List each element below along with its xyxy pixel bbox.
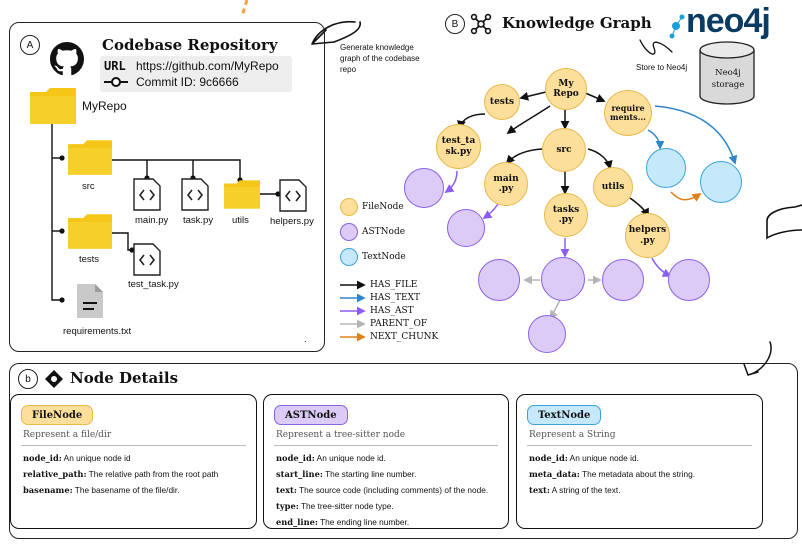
astnode-desc: Represent a tree-sitter node — [276, 430, 406, 440]
store-note: Store to Neo4j — [636, 63, 688, 72]
details-badge: b — [18, 369, 38, 389]
legend-label-has-file: HAS_FILE — [370, 280, 418, 290]
hand-arrow-store — [639, 39, 673, 55]
textnode-field: meta_data: The metadata about the string… — [529, 469, 696, 479]
astnode-field: start_line: The starting line number. — [276, 469, 417, 479]
kg-node-test-task[interactable]: test_ta sk.py — [436, 124, 481, 169]
repo-url[interactable]: https://github.com/MyRepo — [136, 59, 279, 73]
file-label-test-task: test_task.py — [128, 279, 179, 290]
github-icon — [50, 42, 84, 76]
folder-icon-src[interactable] — [68, 140, 112, 175]
filenode-field: node_id: An unique node id — [23, 453, 131, 463]
astnode-field: text: The source code (including comment… — [276, 485, 489, 495]
kg-ast-node[interactable] — [528, 315, 566, 353]
kg-node-myrepo[interactable]: My Repo — [545, 68, 587, 110]
kg-node-helpers[interactable]: helpers .py — [625, 213, 670, 258]
filenode-field: basename: The basename of the file/dir. — [23, 485, 180, 495]
kg-node-utils[interactable]: utils — [593, 167, 633, 207]
kg-node-requirements[interactable]: require ments... — [604, 90, 652, 136]
repo-url-box — [100, 56, 292, 92]
filenode-field: relative_path: The relative path from th… — [23, 469, 219, 479]
astnode-field: end_line: The ending line number. — [276, 517, 410, 527]
commit-icon — [104, 77, 128, 87]
graph-badge: B — [445, 14, 465, 34]
filenode-pill: FileNode — [21, 405, 94, 425]
kg-ast-node[interactable] — [602, 259, 644, 301]
kg-node-tests[interactable]: tests — [484, 84, 520, 120]
generate-note: Generate knowledge graph of the codebase… — [340, 43, 420, 74]
kg-ast-node[interactable] — [668, 259, 710, 301]
textnode-field: text: A string of the text. — [529, 485, 621, 495]
textnode-divider — [527, 445, 752, 446]
kg-edge-next-chunk — [670, 191, 702, 202]
folder-label-utils: utils — [232, 215, 249, 226]
textnode-field: node_id: An unique node id. — [529, 453, 639, 463]
graph-network-icon — [470, 13, 492, 35]
astnode-divider — [274, 445, 498, 446]
repo-badge: A — [20, 35, 40, 55]
repo-panel — [9, 22, 325, 352]
legend-label-textnode: TextNode — [362, 252, 406, 262]
folder-label-tests: tests — [79, 254, 100, 265]
astnode-card: ASTNode Represent a tree-sitter node nod… — [263, 394, 509, 529]
legend-label-has-ast: HAS_AST — [370, 306, 414, 316]
orange-dash — [240, 0, 249, 17]
folder-icon-myrepo[interactable] — [30, 88, 76, 124]
file-label-helpers: helpers.py — [270, 216, 314, 227]
legend-label-astnode: ASTNode — [362, 227, 406, 237]
astnode-field: type: The tree-sitter node type. — [276, 501, 394, 511]
neo4j-logo-mark — [669, 14, 685, 39]
textnode-card: TextNode Represent a String node_id: An … — [516, 394, 763, 529]
commit-id: Commit ID: 9c6666 — [136, 75, 239, 89]
code-file-icon-helpers[interactable] — [279, 179, 307, 212]
filenode-desc: Represent a file/dir — [23, 430, 112, 440]
code-file-icon-main[interactable] — [133, 178, 161, 211]
folder-label-src: src — [82, 181, 95, 192]
code-file-icon-task[interactable] — [181, 178, 209, 211]
legend-dot-textnode — [340, 248, 358, 266]
url-prefix: URL — [104, 59, 126, 73]
details-panel — [9, 363, 798, 539]
file-label-main: main.py — [135, 215, 169, 226]
filenode-card: FileNode Represent a file/dir node_id: A… — [10, 394, 257, 529]
astnode-pill: ASTNode — [274, 405, 348, 425]
kg-ast-node[interactable] — [404, 168, 444, 208]
legend-dot-astnode — [340, 223, 358, 241]
astnode-field: node_id: An unique node id. — [276, 453, 386, 463]
legend-label-next-chunk: NEXT_CHUNK — [370, 332, 439, 342]
kg-ast-node[interactable] — [447, 209, 485, 247]
textnode-desc: Represent a String — [529, 430, 616, 440]
code-file-icon-test-task[interactable] — [133, 243, 161, 276]
file-label-task: task.py — [183, 215, 214, 226]
kg-node-src[interactable]: src — [542, 128, 586, 172]
text-file-icon-requirements[interactable] — [76, 283, 104, 319]
folder-icon-utils[interactable] — [224, 180, 260, 209]
details-title: Node Details — [70, 369, 179, 387]
repo-title: Codebase Repository — [102, 36, 278, 54]
legend-dot-filenode — [340, 198, 358, 216]
filenode-divider — [21, 445, 246, 446]
file-label-requirements: requirements.txt — [63, 326, 132, 337]
diamond-target-icon — [45, 370, 63, 388]
folder-icon-tests[interactable] — [68, 214, 112, 249]
kg-node-tasks[interactable]: tasks .py — [544, 193, 588, 237]
legend-label-has-text: HAS_TEXT — [370, 293, 420, 303]
storage-label: Neo4j storage — [711, 68, 745, 90]
kg-ast-node[interactable] — [478, 259, 520, 301]
neo4j-logo: neo4j — [686, 2, 771, 40]
repo-dot: . — [304, 334, 307, 345]
graph-title: Knowledge Graph — [502, 14, 652, 32]
legend-label-filenode: FileNode — [362, 202, 404, 212]
kg-node-main[interactable]: main .py — [484, 162, 528, 206]
kg-ast-node[interactable] — [541, 257, 585, 301]
textnode-pill: TextNode — [527, 405, 602, 425]
hand-arrow-right — [766, 204, 802, 240]
kg-text-node[interactable] — [646, 148, 686, 188]
folder-label-myrepo: MyRepo — [82, 99, 127, 113]
kg-text-node[interactable] — [700, 161, 742, 203]
legend-label-parent-of: PARENT_OF — [370, 319, 428, 329]
